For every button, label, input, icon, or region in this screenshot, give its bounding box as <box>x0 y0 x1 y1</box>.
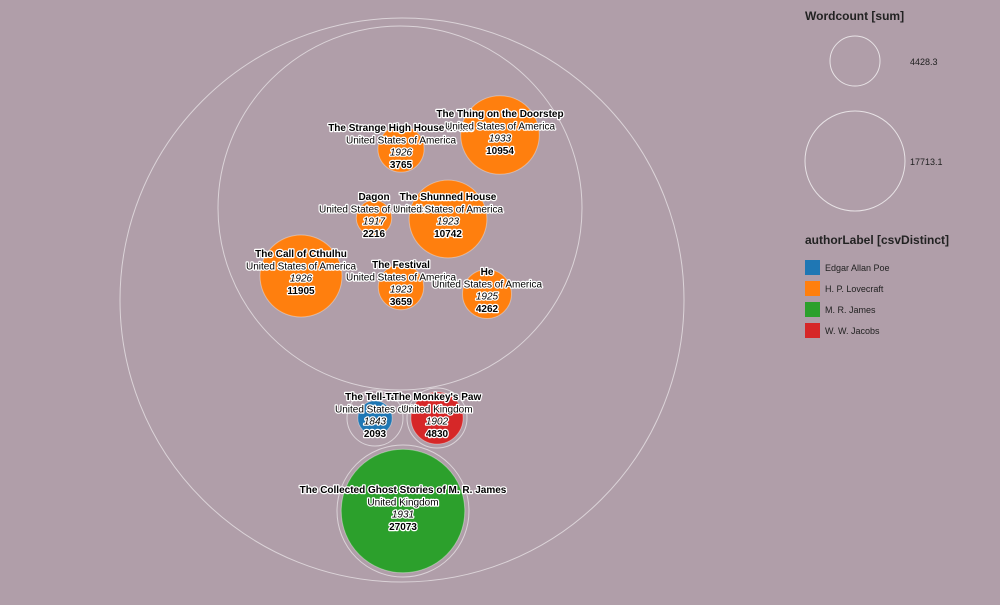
bubble-dagon[interactable] <box>355 199 393 237</box>
bubble-the-tell-tale-heart[interactable] <box>357 400 393 436</box>
bubble-title: He <box>481 267 494 278</box>
bubble-country: United States of America <box>346 272 456 283</box>
bubble-country: United Kingdom <box>401 404 472 415</box>
bubble-year: 1923 <box>390 285 413 296</box>
bubble-title: The Thing on the Doorstep <box>436 109 563 120</box>
bubbles-layer <box>259 95 540 574</box>
bubble-wordcount: 4830 <box>426 429 449 440</box>
legend-label-jacobs: W. W. Jacobs <box>825 326 880 336</box>
bubble-the-call-of-cthulhu[interactable] <box>259 234 343 318</box>
group-circle-all <box>119 17 685 583</box>
group-circle-lovecraft <box>217 25 583 391</box>
bubble-year: 1917 <box>363 217 386 228</box>
bubble-wordcount: 11905 <box>287 286 315 297</box>
bubble-wordcount: 27073 <box>389 522 417 533</box>
bubble-year: 1926 <box>390 148 413 159</box>
bubble-year: 1933 <box>489 134 512 145</box>
size-legend-label-small: 4428.3 <box>910 57 938 67</box>
bubble-wordcount: 10954 <box>486 146 514 157</box>
bubble-the-shunned-house[interactable] <box>408 179 488 259</box>
bubble-wordcount: 4262 <box>476 304 499 315</box>
bubble-year: 1923 <box>437 217 460 228</box>
bubble-the-festival[interactable] <box>377 263 425 311</box>
bubble-title: The Collected Ghost Stories of M. R. Jam… <box>300 485 507 496</box>
size-legend: Wordcount [sum] 4428.3 17713.1 <box>804 9 943 212</box>
group-circle-poe <box>346 389 404 447</box>
bubble-year: 1925 <box>476 292 499 303</box>
bubble-year: 1931 <box>392 510 414 521</box>
bubble-title: The Festival <box>372 260 430 271</box>
bubble-wordcount: 10742 <box>434 229 462 240</box>
bubble-title: Dagon <box>358 192 389 203</box>
bubble-country: United States of America <box>246 261 356 272</box>
legend-swatch-lovecraft <box>805 281 820 296</box>
color-legend-title: authorLabel [csvDistinct] <box>805 233 949 247</box>
size-legend-label-large: 17713.1 <box>910 157 943 167</box>
bubble-country: United States of America <box>393 204 503 215</box>
legend-swatch-poe <box>805 260 820 275</box>
bubble-wordcount: 2093 <box>364 429 387 440</box>
bubble-title: The Call of Cthulhu <box>255 249 347 260</box>
bubble-country: United States of America <box>319 204 429 215</box>
bubble-wordcount: 2216 <box>363 229 386 240</box>
legend-swatch-jacobs <box>805 323 820 338</box>
group-circle-jacobs <box>406 387 468 449</box>
bubble-the-thing-on-the-doorstep[interactable] <box>460 95 540 175</box>
bubble-title: The Shunned House <box>400 192 497 203</box>
bubble-he[interactable] <box>462 269 512 319</box>
bubble-year: 1902 <box>426 417 449 428</box>
bubble-country: United States of America <box>445 121 555 132</box>
legend-label-poe: Edgar Allan Poe <box>825 263 890 273</box>
bubble-year: 1926 <box>290 274 313 285</box>
bubble-title: The Monkey's Paw <box>393 392 482 403</box>
bubble-the-strange-high-house-in-the-mist[interactable] <box>377 125 425 173</box>
bubble-country: United Kingdom <box>367 497 438 508</box>
bubble-country: United States of America <box>346 135 456 146</box>
bubble-title: The Tell-Tale <box>345 392 405 403</box>
size-legend-title: Wordcount [sum] <box>805 9 904 23</box>
size-legend-circle-large <box>804 110 906 212</box>
bubble-country: United States of America <box>432 279 542 290</box>
legend-label-james: M. R. James <box>825 305 876 315</box>
legend-swatch-james <box>805 302 820 317</box>
group-circle-james <box>336 444 470 578</box>
legend-label-lovecraft: H. P. Lovecraft <box>825 284 884 294</box>
bubble-title: The Strange High House in the <box>328 123 474 134</box>
bubble-wordcount: 3659 <box>390 297 413 308</box>
label-group-the-collected-ghost-stories-of-m-r-james: The Collected Ghost Stories of M. R. Jam… <box>298 484 508 534</box>
bubble-the-monkey-s-paw[interactable] <box>410 391 464 445</box>
color-legend: authorLabel [csvDistinct] Edgar Allan Po… <box>805 233 949 338</box>
bubble-wordcount: 3765 <box>390 160 413 171</box>
size-legend-circle-small <box>829 35 881 87</box>
bubble-year: 1843 <box>364 417 387 428</box>
bubble-country: United States of A <box>335 404 415 415</box>
bubble-the-collected-ghost-stories-of-m-r-james[interactable] <box>340 448 466 574</box>
